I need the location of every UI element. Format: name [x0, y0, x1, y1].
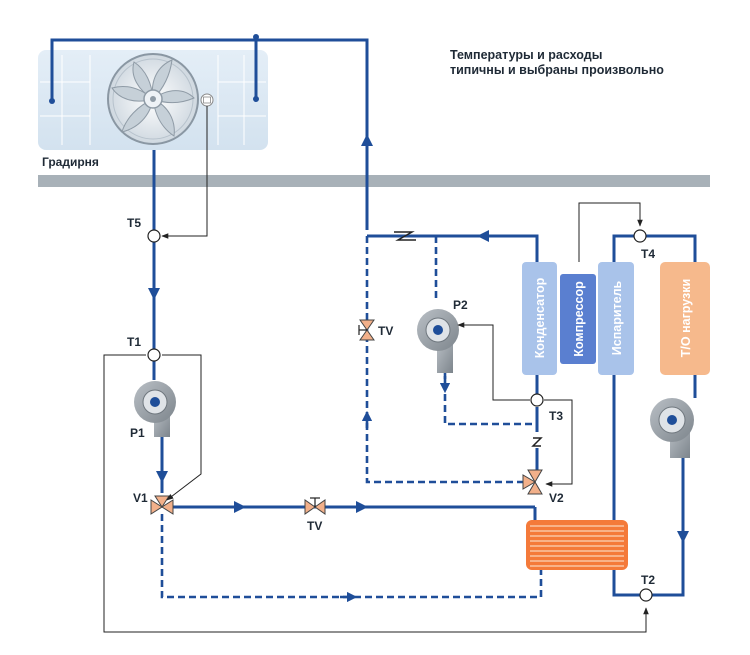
sensor-t4: [633, 229, 647, 243]
signal-t2: [103, 354, 649, 633]
t2-label: T2: [641, 573, 655, 587]
t4-label: T4: [641, 247, 655, 261]
plate-heat-exchanger: [526, 520, 628, 570]
sensor-t1: [147, 348, 161, 362]
condenser-label: Конденсатор: [533, 277, 547, 358]
signal-t1-v1: [162, 354, 202, 501]
tv-left-label: TV: [378, 324, 393, 338]
check-valve-v2: [531, 437, 543, 447]
pipe-condenser-top: [367, 234, 539, 262]
pipe-load-return: [651, 455, 685, 597]
v2-label: V2: [549, 491, 564, 505]
signal-t3-v2: [544, 399, 573, 487]
pipe-evap-bottom: [612, 375, 640, 597]
signal-lines: [103, 106, 649, 633]
t5-label: T5: [127, 216, 141, 230]
signal-t5: [161, 106, 208, 239]
tv-bottom-label: TV: [307, 519, 322, 533]
compressor-label: Компрессор: [572, 281, 586, 357]
tv-valve-left-icon: [358, 319, 375, 341]
pump-load-icon: [650, 398, 694, 458]
cooling-tower-grid: [40, 55, 266, 145]
signal-t4: [578, 202, 643, 262]
pipe-evap-top: [612, 234, 634, 262]
condenser-unit: [522, 262, 557, 375]
p1-label: P1: [130, 426, 145, 440]
v1-label: V1: [133, 491, 148, 505]
pipe-bypass-left: [365, 236, 527, 484]
roof-wall: [38, 175, 710, 187]
v1-valve-icon: [150, 495, 174, 515]
pipe-t4-load: [645, 234, 697, 262]
compressor-unit: [560, 274, 596, 364]
v2-valve-icon: [522, 469, 543, 495]
note-line-2: типичны и выбраны произвольно: [450, 63, 664, 77]
pipe-hx-bypass: [160, 514, 543, 599]
evaporator-unit: [598, 262, 634, 375]
signal-t3-p2: [457, 322, 530, 401]
evaporator-label: Испаритель: [610, 280, 624, 355]
pipes-dashed: [160, 236, 543, 603]
tower-sensor-icon: [200, 93, 214, 107]
cooling-tower: [38, 50, 268, 150]
load-heat-exchanger: [660, 262, 710, 375]
p2-label: P2: [453, 298, 468, 312]
pipe-p2-return: [443, 372, 535, 426]
load-hx-label: Т/О нагрузки: [679, 279, 693, 357]
cooling-tower-label: Градирня: [42, 155, 99, 169]
fan-icon: [107, 53, 199, 145]
t1-label: T1: [127, 335, 141, 349]
pump-p2-icon: [417, 309, 459, 373]
sensor-t5: [147, 229, 161, 243]
t3-label: T3: [549, 409, 563, 423]
check-valve-top: [394, 231, 416, 241]
note-line-1: Температуры и расходы: [450, 48, 602, 62]
pump-p1-icon: [134, 381, 176, 437]
pipes-solid: [49, 34, 697, 597]
tv-valve-bottom-icon: [304, 497, 326, 515]
sensor-t3: [530, 393, 544, 407]
sensor-t2: [639, 588, 653, 602]
